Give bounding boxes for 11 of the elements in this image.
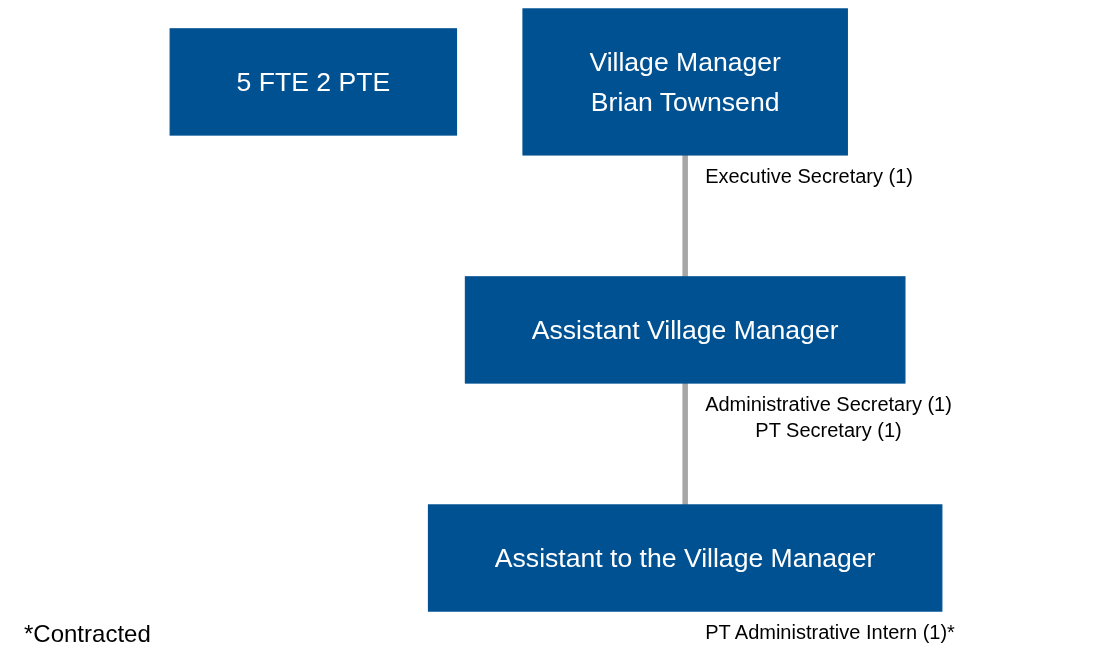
node-box: 5 FTE 2 PTE [169, 28, 458, 136]
staff-position-text: Executive Secretary (1) [705, 164, 913, 189]
node-box: Assistant Village Manager [464, 276, 906, 384]
footnote: *Contracted [24, 620, 151, 648]
staff-position-text: PT Secretary (1) [754, 418, 903, 444]
connector [682, 155, 688, 277]
node-box: Village Manager Brian Townsend [522, 8, 848, 156]
staff-position-text: PT Administrative Intern (1)* [705, 620, 955, 646]
node-box: Assistant to the Village Manager [427, 504, 943, 612]
staff-position-text: Administrative Secretary (1) [705, 392, 952, 418]
connector [682, 383, 688, 505]
